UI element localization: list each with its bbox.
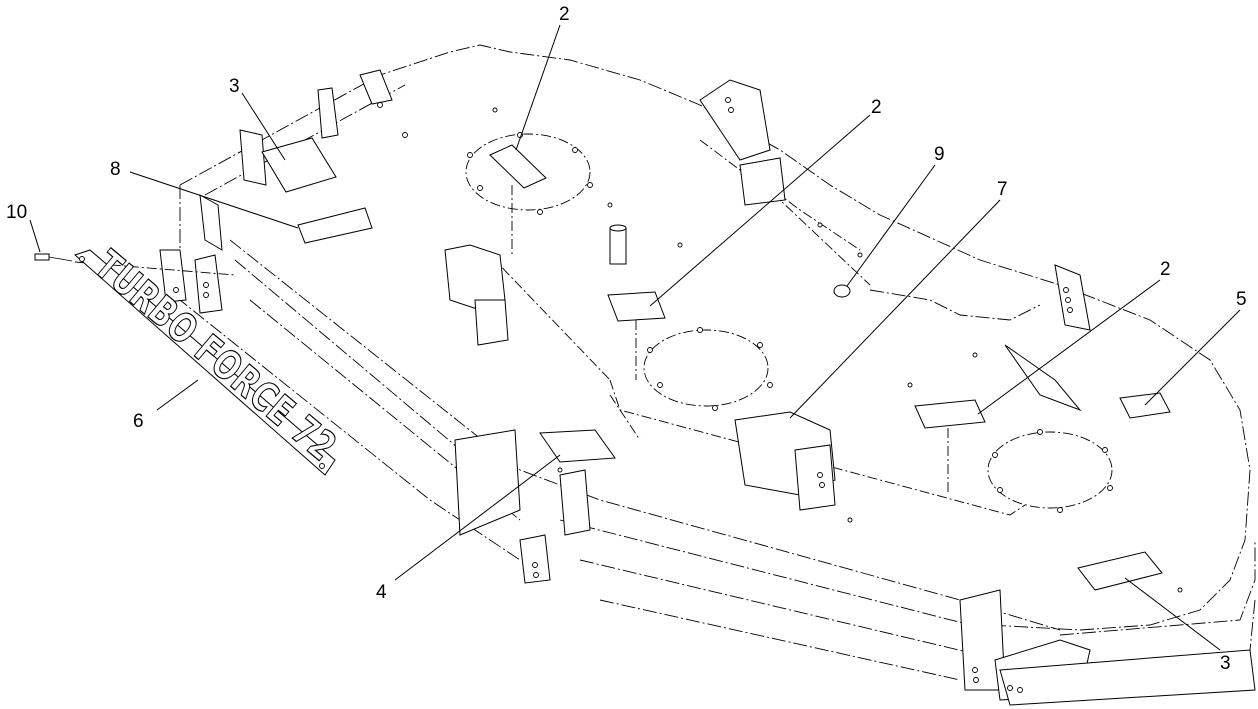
- callout-2-right: 2: [1160, 259, 1171, 280]
- brackets: [159, 69, 1256, 706]
- bracket-holes: [173, 97, 1073, 693]
- leader-lines: [29, 24, 1241, 651]
- decal-item4: [539, 429, 616, 463]
- callout-10: 10: [6, 202, 27, 223]
- screw-item10: [34, 253, 73, 262]
- decal-item2-rear: [489, 144, 547, 189]
- mount-holes: [377, 102, 1183, 593]
- callout-9: 9: [934, 144, 945, 165]
- callout-2-center: 2: [871, 97, 882, 118]
- deck-outline: [179, 44, 1256, 691]
- callout-2-rear: 2: [559, 4, 570, 25]
- decal-item3-front: [1077, 551, 1163, 591]
- decal-item5: [1119, 392, 1171, 419]
- decals: [261, 137, 1171, 591]
- decal-item9: [833, 284, 851, 298]
- callout-8: 8: [110, 159, 121, 180]
- callout-5: 5: [1236, 289, 1247, 310]
- callout-3-front: 3: [1220, 653, 1231, 674]
- callout-3-rear: 3: [229, 76, 240, 97]
- callouts: 10 3 8 6 2 2 9 7 2 5 4 3: [6, 4, 1247, 674]
- center-post: [609, 224, 627, 265]
- decal-item8: [297, 207, 373, 244]
- callout-7: 7: [997, 179, 1008, 200]
- callout-6: 6: [133, 411, 144, 432]
- decal-item2-right: [914, 399, 986, 429]
- decal-item3-rear: [261, 137, 337, 193]
- decal-item2-center: [607, 291, 666, 322]
- callout-4: 4: [376, 582, 387, 603]
- spindle-openings: [465, 133, 1113, 509]
